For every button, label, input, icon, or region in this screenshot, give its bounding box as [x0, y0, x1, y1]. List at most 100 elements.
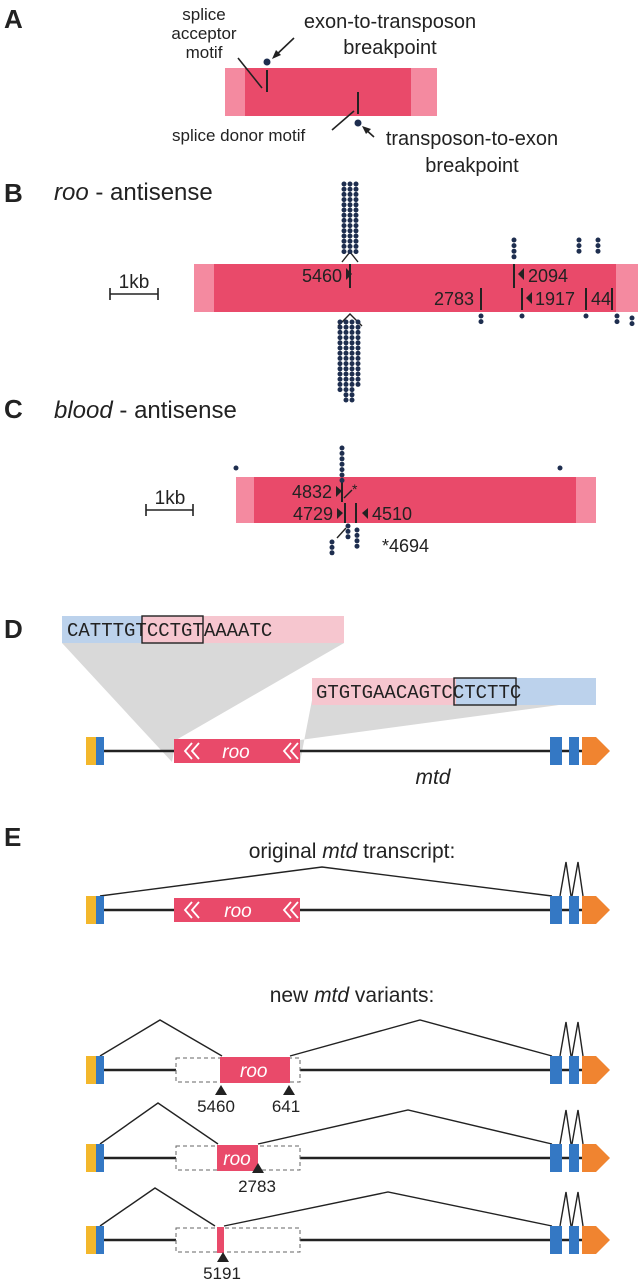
utr-3prime-arrow: [582, 896, 610, 924]
read-dot: [355, 381, 361, 387]
read-dot: [576, 237, 582, 243]
arrow-4729: [337, 508, 343, 519]
read-dot: [355, 335, 361, 341]
label-4694: *4694: [382, 536, 429, 556]
read-dot: [343, 392, 349, 398]
read-dot: [349, 366, 355, 372]
star-mark: *: [352, 481, 358, 497]
seq2-pink-box: [312, 678, 456, 705]
read-dot: [339, 445, 345, 451]
read-dot: [343, 319, 349, 325]
read-dot: [354, 543, 360, 549]
splice-arc-small-2: [571, 1109, 584, 1145]
read-dot: [349, 350, 355, 356]
read-dot: [355, 324, 361, 330]
roo-scale-bar: 1kb: [109, 272, 159, 300]
blood-scale-bar: 1kb: [145, 488, 194, 516]
read-dot: [557, 465, 563, 471]
read-dot: [354, 532, 360, 538]
blood-read-dots: [233, 445, 563, 556]
donor-arrow: [331, 110, 355, 131]
roo-read-dots: [337, 181, 635, 403]
read-dot: [349, 335, 355, 341]
read-dot: [343, 361, 349, 367]
read-dot: [353, 191, 359, 197]
read-dot: [347, 249, 353, 255]
acceptor-arrow: [237, 57, 263, 89]
splice-arc-main: [99, 866, 553, 897]
variant-1: roo 5460 641: [86, 1019, 610, 1116]
read-dot: [595, 248, 601, 254]
read-dot: [353, 212, 359, 218]
splice-acceptor-label-3: motif: [186, 43, 223, 62]
splice-arc-left: [99, 1102, 219, 1145]
roo-label: roo: [240, 1061, 267, 1082]
read-dot: [353, 243, 359, 249]
read-dot: [337, 355, 343, 361]
read-dot: [349, 387, 355, 393]
read-dot: [355, 371, 361, 377]
read-dot: [478, 319, 484, 325]
read-dot: [349, 397, 355, 403]
read-dot: [576, 248, 582, 254]
exon-2: [550, 896, 562, 924]
utr-5prime: [86, 1226, 96, 1254]
utr-5prime: [86, 737, 96, 765]
read-dot: [345, 534, 351, 540]
utr-5prime: [86, 896, 96, 924]
read-dot: [343, 335, 349, 341]
read-dot: [347, 238, 353, 244]
utr-5prime: [86, 1056, 96, 1084]
new-gene: mtd: [314, 984, 350, 1007]
read-dot: [339, 472, 345, 478]
read-dot: [341, 202, 347, 208]
read-dot: [341, 217, 347, 223]
read-dot: [337, 340, 343, 346]
read-dot: [347, 228, 353, 234]
arrow-1917: [526, 292, 532, 304]
read-dot: [329, 550, 335, 556]
read-dot: [511, 254, 517, 260]
utr-3prime-arrow: [582, 1056, 610, 1084]
te-to-exon-label-1: transposon-to-exon: [386, 128, 558, 150]
exon-3: [569, 896, 579, 924]
read-dot: [337, 387, 343, 393]
read-dot: [337, 381, 343, 387]
exon-1: [96, 737, 104, 765]
roo-label: roo: [224, 901, 251, 922]
marker-2783: [252, 1163, 264, 1173]
label-5460: 5460: [197, 1097, 235, 1116]
splice-arc-left: [99, 1019, 223, 1057]
read-dot: [355, 366, 361, 372]
read-dot: [341, 191, 347, 197]
marker-5191: [217, 1252, 229, 1262]
read-dot: [347, 197, 353, 203]
breakpoint-dot-top: [263, 58, 271, 66]
splice-arc-right: [223, 1191, 553, 1227]
read-dot: [354, 527, 360, 533]
read-dot: [343, 345, 349, 351]
read-dot: [355, 355, 361, 361]
read-dot: [511, 237, 517, 243]
read-dot: [329, 539, 335, 545]
read-dot: [337, 350, 343, 356]
seq1-pink-box: [142, 616, 344, 643]
splice-arc-left: [99, 1187, 216, 1227]
exon-1: [96, 1144, 104, 1172]
splice-arc-small-1: [559, 1191, 572, 1227]
read-dot: [355, 345, 361, 351]
original-transcript-title: original mtd transcript:: [249, 840, 456, 863]
variant-2: roo 2783: [86, 1102, 610, 1196]
read-dot: [353, 228, 359, 234]
exon-1: [96, 896, 104, 924]
seq1-part-a: CATTT: [67, 620, 124, 642]
read-dot: [339, 450, 345, 456]
read-dot: [337, 371, 343, 377]
arrow-2094: [518, 268, 524, 280]
original-post: transcript:: [357, 840, 455, 863]
panel-a-label: A: [4, 4, 23, 34]
read-dot: [353, 233, 359, 239]
read-dot: [347, 223, 353, 229]
blood-suffix: - antisense: [113, 397, 237, 424]
read-dot: [343, 340, 349, 346]
